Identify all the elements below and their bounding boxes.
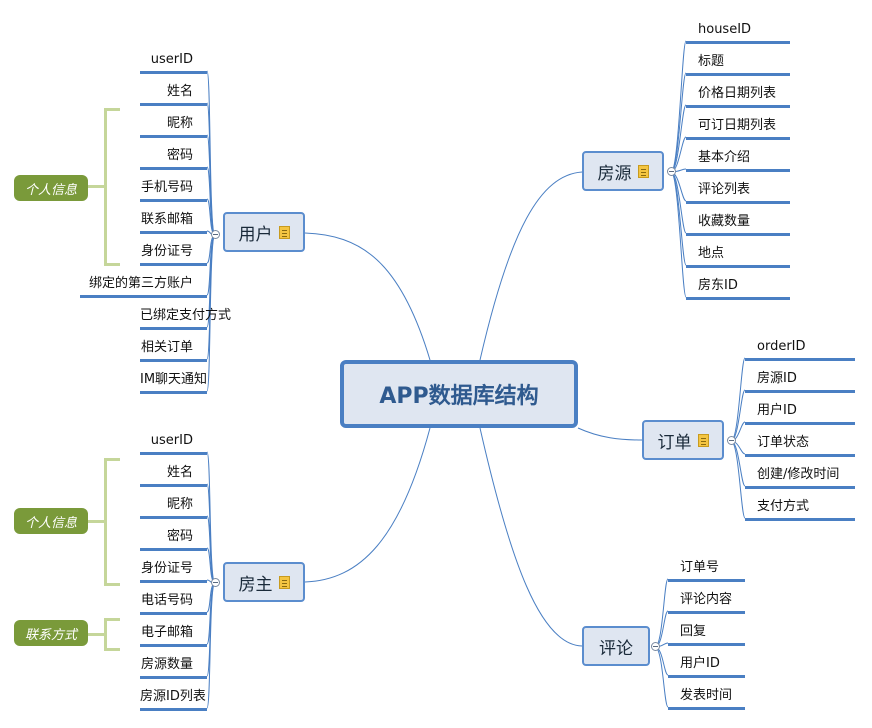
group-tag-landlord-personal[interactable]: 个人信息 (14, 508, 88, 534)
connector-house-item (670, 171, 687, 298)
branch-node-user[interactable]: 用户 (223, 212, 305, 252)
review-field-item[interactable]: 订单号 (668, 559, 745, 582)
landlord-field-item[interactable]: 姓名 (140, 464, 207, 487)
branch-node-landlord[interactable]: 房主 (223, 562, 305, 602)
user-field-item[interactable]: 已绑定支付方式 (140, 307, 231, 330)
branch-node-order[interactable]: 订单 (642, 420, 724, 460)
group-tag-user-personal[interactable]: 个人信息 (14, 175, 88, 201)
landlord-field-item[interactable]: userID (140, 432, 207, 455)
connector-house-item (670, 40, 687, 173)
landlord-field-item[interactable]: 密码 (140, 528, 207, 551)
landlord-field-item[interactable]: 房源ID列表 (140, 688, 207, 711)
review-field-item[interactable]: 回复 (668, 623, 745, 646)
center-title: APP数据库结构 (379, 384, 539, 409)
collapse-toggle-user[interactable] (211, 230, 220, 239)
group-bracket-tick (88, 520, 105, 523)
center-node[interactable]: APP数据库结构 (340, 360, 578, 428)
branch-label: 评论 (599, 638, 633, 659)
connector-center-landlord (304, 427, 431, 583)
review-field-item[interactable]: 发表时间 (668, 687, 745, 710)
group-tag-landlord-contact[interactable]: 联系方式 (14, 620, 88, 646)
house-field-item[interactable]: 地点 (686, 245, 790, 268)
house-field-item[interactable]: 基本介绍 (686, 149, 790, 172)
order-field-item[interactable]: orderID (745, 338, 855, 361)
order-field-item[interactable]: 房源ID (745, 370, 855, 393)
order-field-item[interactable]: 创建/修改时间 (745, 466, 855, 489)
review-field-item[interactable]: 用户ID (668, 655, 745, 678)
house-field-item[interactable]: 收藏数量 (686, 213, 790, 236)
connector-review-item (654, 646, 669, 676)
collapse-toggle-review[interactable] (651, 642, 660, 651)
order-field-item[interactable]: 支付方式 (745, 498, 855, 521)
landlord-field-item[interactable]: 身份证号 (140, 560, 207, 583)
group-tag-label: 个人信息 (24, 515, 77, 531)
landlord-field-item[interactable]: 电话号码 (140, 592, 207, 615)
note-icon (278, 575, 290, 589)
user-field-item[interactable]: 绑定的第三方账户 (80, 275, 207, 298)
branch-node-review[interactable]: 评论 (582, 626, 650, 666)
group-bracket-tick (88, 185, 105, 188)
group-bracket-landlord-personal (104, 458, 120, 586)
review-field-item[interactable]: 评论内容 (668, 591, 745, 614)
user-field-item[interactable]: IM聊天通知 (140, 371, 207, 394)
house-field-item[interactable]: 房东ID (686, 277, 790, 300)
landlord-field-item[interactable]: 房源数量 (140, 656, 207, 679)
landlord-field-item[interactable]: 电子邮箱 (140, 624, 207, 647)
house-field-item[interactable]: 价格日期列表 (686, 85, 790, 108)
house-field-item[interactable]: houseID (686, 21, 790, 44)
group-tag-label: 联系方式 (24, 627, 77, 643)
branch-label: 用户 (238, 224, 273, 245)
user-field-item[interactable]: userID (140, 51, 207, 74)
user-field-item[interactable]: 昵称 (140, 115, 207, 138)
user-field-item[interactable]: 身份证号 (140, 243, 207, 266)
connector-center-house (479, 171, 583, 361)
group-bracket-landlord-contact (104, 618, 120, 651)
house-field-item[interactable]: 评论列表 (686, 181, 790, 204)
branch-node-house[interactable]: 房源 (582, 151, 664, 191)
user-field-item[interactable]: 手机号码 (140, 179, 207, 202)
user-field-item[interactable]: 密码 (140, 147, 207, 170)
note-icon (278, 225, 290, 239)
connector-order-item (730, 357, 746, 442)
note-icon (697, 433, 709, 447)
group-tag-label: 个人信息 (24, 182, 77, 198)
house-field-item[interactable]: 标题 (686, 53, 790, 76)
connector-user-item (206, 234, 216, 392)
note-icon (637, 164, 649, 178)
group-bracket-user-personal (104, 108, 120, 266)
connector-center-order (577, 427, 643, 441)
user-field-item[interactable]: 姓名 (140, 83, 207, 106)
order-field-item[interactable]: 订单状态 (745, 434, 855, 457)
group-bracket-tick (88, 633, 105, 636)
branch-label: 房源 (597, 163, 632, 184)
collapse-toggle-order[interactable] (727, 436, 736, 445)
connector-center-review (479, 427, 583, 647)
branch-label: 订单 (657, 432, 692, 453)
connector-center-user (304, 232, 431, 361)
order-field-item[interactable]: 用户ID (745, 402, 855, 425)
user-field-item[interactable]: 联系邮箱 (140, 211, 207, 234)
landlord-field-item[interactable]: 昵称 (140, 496, 207, 519)
collapse-toggle-house[interactable] (667, 167, 676, 176)
house-field-item[interactable]: 可订日期列表 (686, 117, 790, 140)
user-field-item[interactable]: 相关订单 (140, 339, 207, 362)
connector-landlord-item (206, 582, 216, 709)
collapse-toggle-landlord[interactable] (211, 578, 220, 587)
branch-label: 房主 (238, 574, 273, 595)
